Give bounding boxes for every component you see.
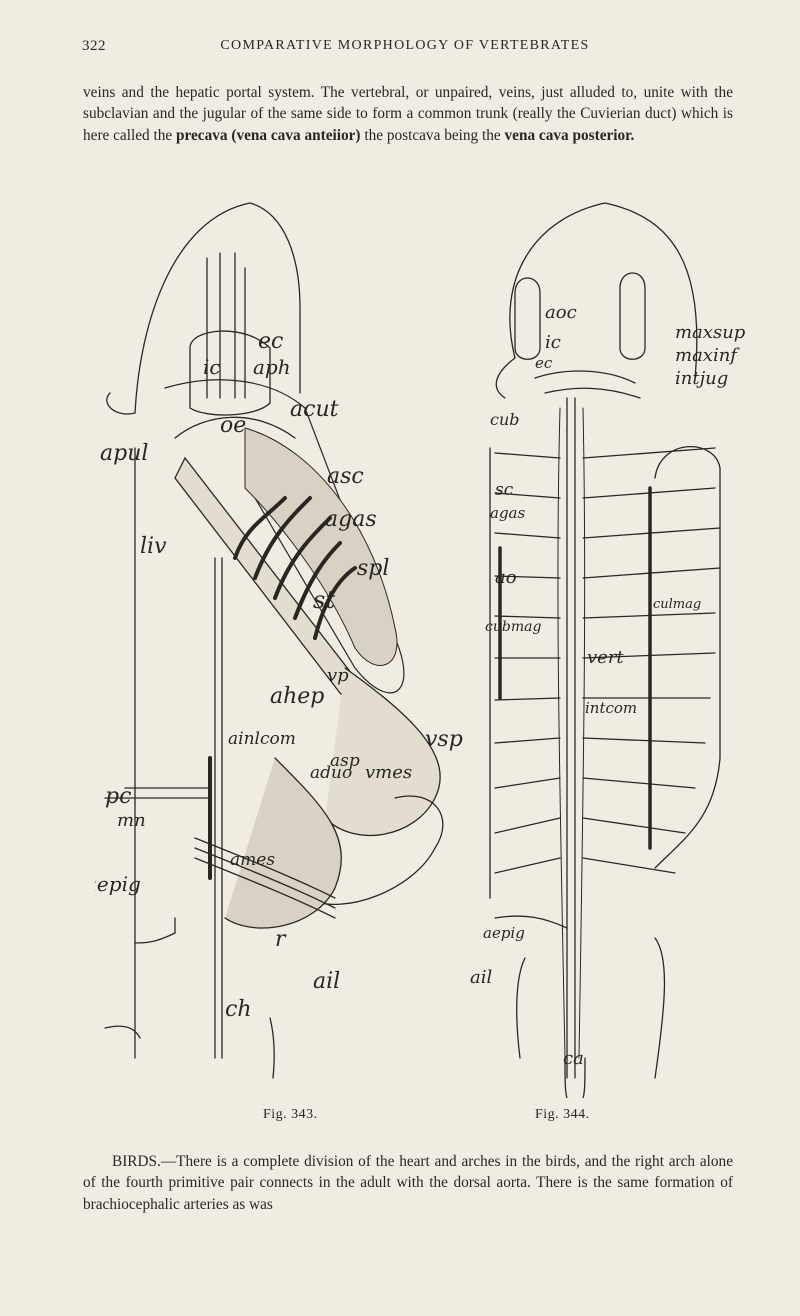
fig344-drawing [489, 202, 721, 1098]
lbl-344-ic: ic [545, 332, 561, 353]
lbl-344-ao: ao [495, 567, 517, 588]
para1-text-2: the postcava being the [360, 126, 505, 144]
lbl-343-ec: ec [258, 329, 283, 354]
caption-fig-344: Fig. 344. [535, 1107, 590, 1122]
lbl-343-ames: ames [230, 850, 275, 870]
lbl-343-asc: asc [327, 464, 364, 489]
lbl-343-ic: ic [203, 355, 221, 379]
lbl-344-agas: agas [490, 504, 525, 522]
lbl-344-cubmag: cubmag [485, 619, 541, 635]
lbl-343-r: r [275, 927, 287, 952]
lbl-343-aepig: aepig [95, 872, 141, 896]
lbl-343-pc: pc [105, 784, 131, 809]
lbl-343-ail: ail [313, 969, 340, 994]
lbl-344-aepig: aepig [483, 924, 525, 942]
running-head: COMPARATIVE MORPHOLOGY OF VERTEBRATES [220, 38, 590, 53]
lbl-344-ail: ail [470, 967, 492, 988]
fig343-drawing [104, 202, 444, 1079]
lbl-344-maxinf: maxinf [675, 345, 740, 366]
lbl-344-cub: cub [490, 410, 520, 429]
lbl-344-ec: ec [535, 354, 553, 372]
caption-fig-343: Fig. 343. [263, 1107, 318, 1122]
lbl-343-st: st [313, 586, 335, 614]
lbl-343-aduo: aduo [310, 763, 352, 783]
lbl-343-apul: apul [100, 441, 148, 466]
lbl-343-vsp: vsp [425, 727, 463, 752]
lbl-343-ahep: ahep [270, 684, 324, 709]
lbl-344-intjug: intjug [675, 368, 728, 389]
lbl-343-oe: oe [220, 413, 246, 438]
lbl-343-ch: ch [225, 997, 252, 1022]
lbl-344-sc: sc [495, 480, 514, 500]
lbl-343-vmes: vmes [365, 762, 412, 783]
para1-bold-precava: precava (vena cava anteiior) [176, 126, 361, 144]
lbl-343-liv: liv [140, 534, 167, 559]
lbl-343-ainlcom: ainlcom [228, 729, 296, 749]
lbl-343-vp: vp [327, 665, 349, 686]
paragraph-birds: BIRDS.—There is a complete division of t… [83, 1153, 733, 1213]
lbl-343-acut: acut [290, 397, 339, 422]
lbl-344-ca: ca [563, 1048, 584, 1069]
lbl-344-culmag: culmag [653, 597, 701, 612]
lbl-343-mn: mn [117, 810, 146, 831]
lbl-344-maxsup: maxsup [675, 322, 746, 343]
lbl-343-asp: asp [330, 751, 360, 771]
lbl-344-intcom: intcom [585, 699, 637, 717]
paragraph-veins: veins and the hepatic portal system. The… [83, 82, 733, 146]
lbl-343-spl: spl [357, 556, 389, 581]
lbl-343-agas: agas [325, 507, 377, 532]
page-number: 322 [82, 38, 106, 54]
lbl-343-aph: aph [253, 355, 291, 379]
page-header: 322 COMPARATIVE MORPHOLOGY OF VERTEBRATE… [60, 38, 750, 62]
anatomical-drawing: ec ic aph acut oe apul asc agas liv spl … [95, 202, 746, 1098]
lbl-344-aoc: aoc [545, 302, 577, 323]
para1-bold-vena-cava: vena cava posterior. [504, 126, 635, 144]
para1-text-1: veins and the hepatic portal system. The… [83, 84, 733, 144]
figure-343-344: ec ic aph acut oe apul asc agas liv spl … [95, 198, 755, 1098]
lbl-344-vert: vert [587, 647, 624, 668]
